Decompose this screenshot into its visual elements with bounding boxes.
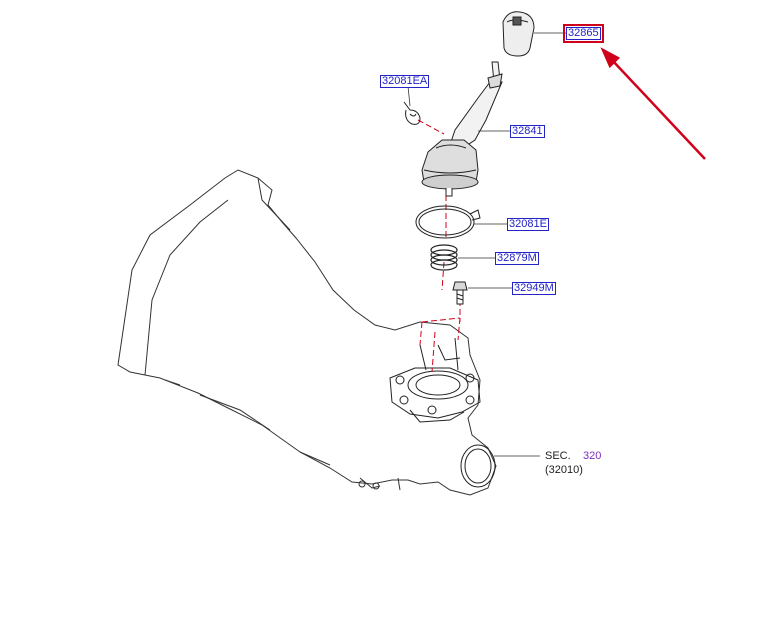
bolt-part (452, 281, 468, 305)
section-subref: (32010) (545, 464, 583, 476)
transmission-housing (117, 169, 497, 496)
shift-boot (421, 139, 479, 197)
clamp-ring (415, 205, 481, 239)
clip-part (403, 101, 421, 125)
spring-part (430, 244, 458, 271)
part-label-32879m[interactable]: 32879M (495, 252, 539, 265)
part-label-32081e[interactable]: 32081E (507, 218, 549, 231)
part-label-32949m[interactable]: 32949M (512, 282, 556, 295)
part-label-32081ea[interactable]: 32081EA (380, 75, 430, 88)
shifter-tower (389, 337, 481, 423)
part-label-32841[interactable]: 32841 (510, 125, 545, 138)
section-link[interactable]: 320 (583, 450, 602, 462)
highlight-arrow (600, 47, 706, 160)
output-flange (460, 444, 496, 488)
shift-knob (502, 11, 535, 57)
shift-lever (449, 61, 503, 151)
section-prefix: SEC. (545, 450, 571, 462)
leader-lines (407, 32, 566, 457)
part-label-32865[interactable]: 32865 (563, 24, 604, 43)
